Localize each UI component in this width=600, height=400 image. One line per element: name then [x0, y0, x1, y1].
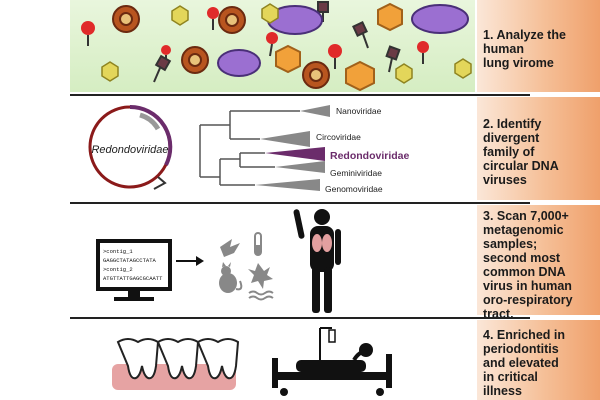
clinical-illustration [70, 320, 475, 400]
human-silhouette [293, 209, 341, 313]
step-4-text: 4. Enriched in periodontitis and elevate… [483, 328, 565, 398]
taxon-label-highlight: Redondoviridae [330, 150, 410, 162]
panel-redondoviridae: Redondoviridae [70, 97, 600, 200]
taxon-label: Geminiviridae [330, 168, 382, 178]
step-4-box: 4. Enriched in periodontitis and elevate… [477, 320, 600, 400]
computer-monitor: >contig_1 GAGGCTATAGCCTATA >contig_2 ATG… [96, 239, 172, 301]
divider [70, 317, 530, 319]
step-3-text: 3. Scan 7,000+ metagenomic samples; seco… [483, 209, 573, 321]
bird-icon [220, 239, 240, 257]
virus-particles [81, 1, 472, 92]
scan-diagram: >contig_1 GAGGCTATAGCCTATA >contig_2 ATG… [96, 209, 341, 313]
lungs-icon [312, 234, 332, 252]
taxon-label: Circoviridae [316, 132, 361, 142]
panel-metagenomic-scan: >contig_1 GAGGCTATAGCCTATA >contig_2 ATG… [70, 205, 600, 321]
scan-illustration: >contig_1 GAGGCTATAGCCTATA >contig_2 ATG… [70, 205, 475, 315]
hospital-bed-icon [272, 327, 392, 396]
step-3-box: 3. Scan 7,000+ metagenomic samples; seco… [477, 205, 600, 321]
taxon-label: Nanoviridae [336, 106, 382, 116]
genome-diagram: Redondoviridae [88, 104, 173, 190]
sequence-line: GAGGCTATAGCCTATA [103, 257, 157, 264]
virome-illustration [70, 0, 475, 92]
panel-clinical-findings: 4. Enriched in periodontitis and elevate… [70, 320, 600, 400]
sequence-line: >contig_1 [103, 248, 133, 255]
step-2-text: 2. Identify divergent family of circular… [483, 117, 559, 187]
step-1-box: 1. Analyze the human lung virome [477, 0, 600, 92]
sequence-line: >contig_2 [103, 266, 133, 273]
sequence-line: ATGTTATTGAGCGCAATT [103, 275, 163, 282]
phage-icon [81, 7, 429, 69]
divider [70, 94, 530, 96]
phylogenetic-tree: Nanoviridae Circoviridae Redondoviridae … [199, 105, 410, 194]
panel-lung-virome: 1. Analyze the human lung virome [70, 0, 600, 92]
teeth-icon [112, 338, 240, 390]
clinical-diagram [112, 327, 392, 396]
water-icon [248, 290, 274, 301]
test-tube-icon [254, 232, 262, 256]
divider [70, 202, 530, 204]
step-1-text: 1. Analyze the human lung virome [483, 28, 566, 70]
genome-and-tree: Redondoviridae [70, 97, 475, 200]
taxon-label: Genomoviridae [325, 184, 383, 194]
genome-label: Redondoviridae [91, 144, 168, 156]
step-2-box: 2. Identify divergent family of circular… [477, 97, 600, 200]
leaf-icon [248, 263, 273, 289]
arrow-right-icon [176, 256, 204, 266]
cat-icon [219, 262, 243, 293]
